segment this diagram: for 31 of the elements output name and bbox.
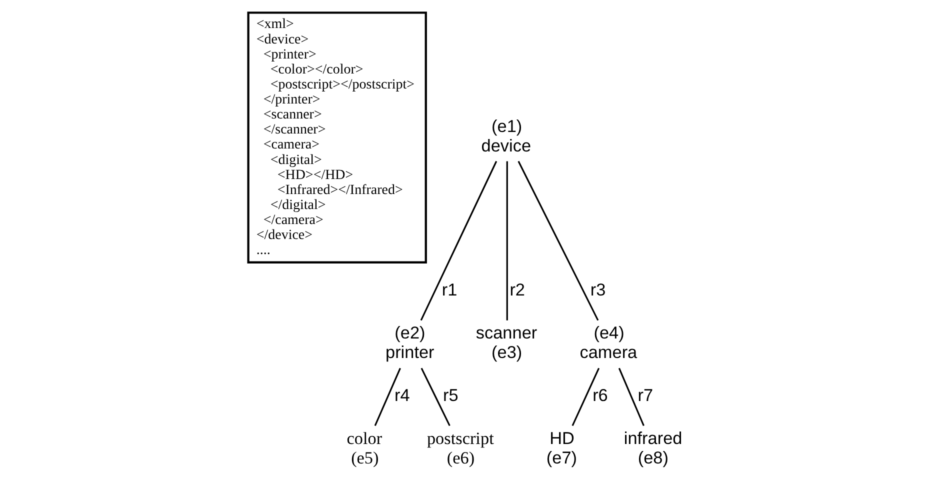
connector <box>420 160 498 321</box>
node-label: (e7) <box>546 447 578 468</box>
connector <box>420 368 450 426</box>
connector <box>572 368 600 426</box>
node-text: scanner <box>476 322 538 343</box>
connector <box>518 160 599 321</box>
node-label: (e4) <box>594 322 624 343</box>
edge-label: r1 <box>442 280 458 300</box>
node-text: device <box>481 135 532 156</box>
node-label: (e2) <box>394 322 426 343</box>
node-label: (e5) <box>351 448 379 468</box>
node-text: camera <box>580 342 638 362</box>
node-text: HD <box>550 428 574 448</box>
edge-label: r7 <box>638 384 654 405</box>
node-label: (e1) <box>492 116 522 136</box>
node-text: color <box>346 429 382 448</box>
connector <box>506 161 508 320</box>
edge-label: r5 <box>442 384 458 405</box>
node-box: <xml> <device> <printer> <color></color> <postscript></postscript> </printer> <scanner> </scanner> <camera> <digital> <HD></HD> <Infrared></Infrared> </digital> </camera> </device> .... <box>247 12 427 264</box>
edge-label: r4 <box>394 384 410 405</box>
node-label: (e3) <box>492 342 522 362</box>
node-text: printer <box>386 342 434 362</box>
node-label: (e8) <box>638 447 668 468</box>
edge-label: r3 <box>590 280 606 300</box>
node-label: (e6) <box>446 448 475 468</box>
node-text: infrared <box>624 428 682 448</box>
connector <box>618 368 644 426</box>
edge-label: r2 <box>510 280 525 300</box>
connector <box>374 368 401 426</box>
edge-label: r6 <box>592 384 608 405</box>
node-text: postscript <box>426 429 494 448</box>
